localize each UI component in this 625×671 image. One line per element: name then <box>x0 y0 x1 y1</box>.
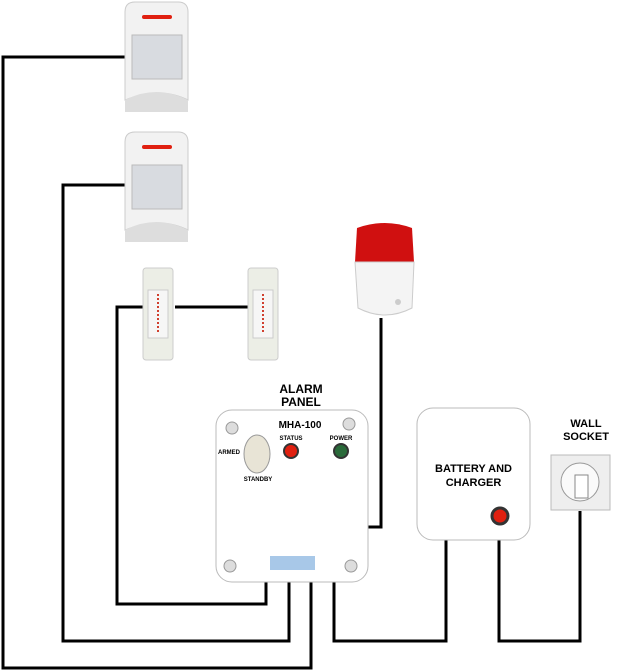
wire-siren <box>368 318 383 529</box>
panel-model: MHA-100 <box>278 420 322 431</box>
wire-pir-2 <box>61 183 291 643</box>
screw-icon <box>342 417 356 431</box>
key-switch <box>243 434 271 474</box>
wire-panel-battery <box>332 540 448 643</box>
reed-switch-1 <box>142 267 174 361</box>
panel-title: ALARM <box>279 382 323 396</box>
siren <box>354 223 415 316</box>
pir-sensor-2 <box>124 131 189 242</box>
pir-sensor-1 <box>124 1 189 112</box>
screw-icon <box>344 559 358 573</box>
screw-icon <box>225 421 239 435</box>
wall-socket <box>550 454 611 511</box>
status-led <box>283 443 299 459</box>
screw-icon <box>223 559 237 573</box>
panel-badge <box>270 556 315 570</box>
power-label: POWER <box>329 436 353 442</box>
power-led <box>333 443 349 459</box>
wire-pir-1 <box>1 55 313 670</box>
panel-title-2: PANEL <box>281 395 321 409</box>
status-label: STATUS <box>279 436 303 442</box>
socket-label-2: SOCKET <box>563 431 609 443</box>
battery-label-2: CHARGER <box>445 477 502 489</box>
wire-battery-socket <box>497 511 582 643</box>
battery-label: BATTERY AND <box>435 463 512 475</box>
battery-led <box>490 506 510 526</box>
wire-reed <box>115 305 268 606</box>
reed-switch-2 <box>247 267 279 361</box>
standby-label: STANDBY <box>243 477 273 483</box>
armed-label: ARMED <box>218 450 240 456</box>
socket-label: WALL <box>570 418 602 430</box>
